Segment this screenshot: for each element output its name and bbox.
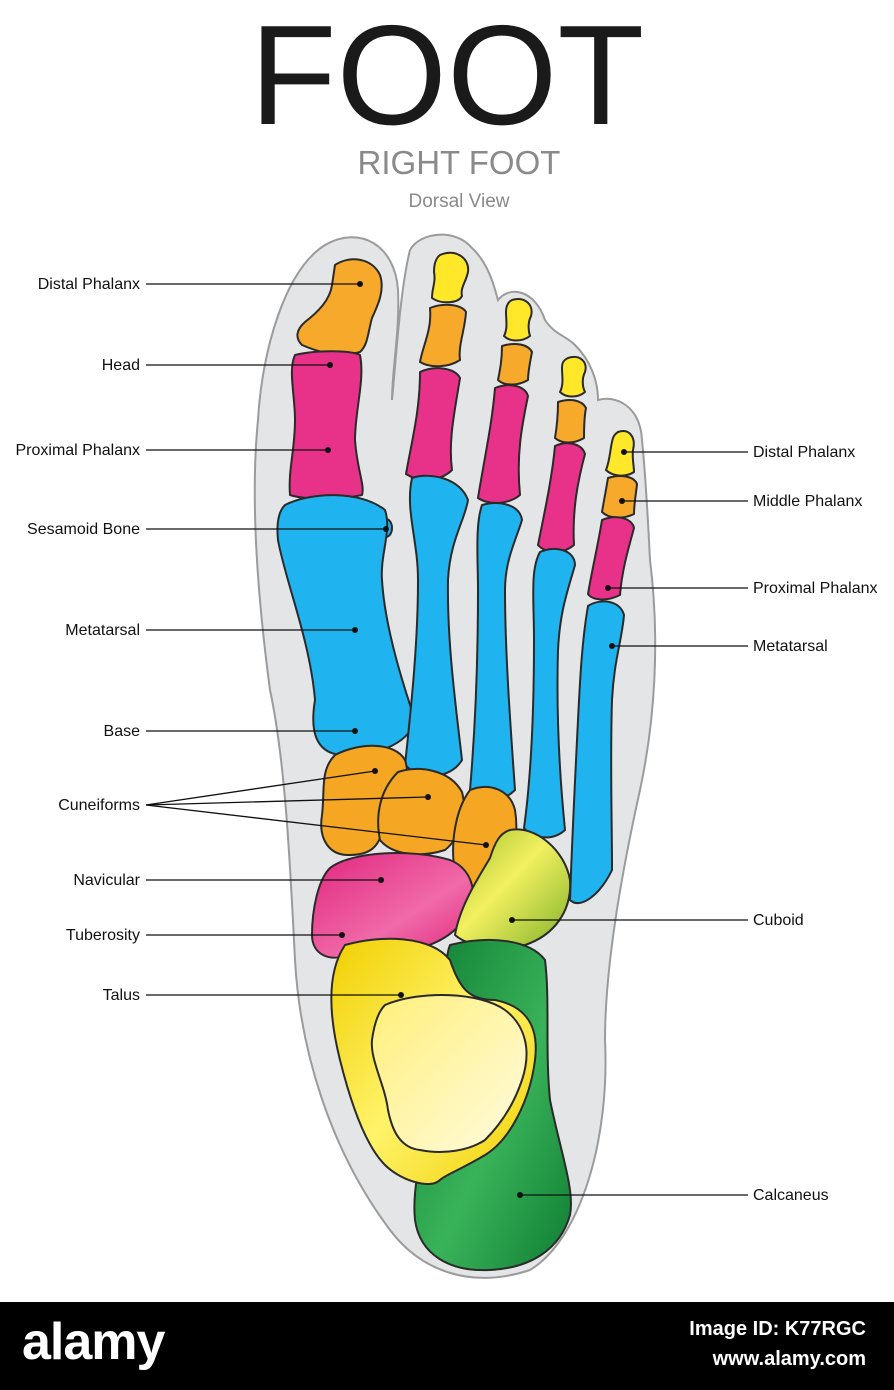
label-left-distal-phalanx: Distal Phalanx <box>38 276 363 293</box>
label-left-proximal-phalanx: Proximal Phalanx <box>16 442 331 459</box>
toe5-middle-phalanx <box>601 475 638 519</box>
svg-text:Talus: Talus <box>103 987 140 1004</box>
svg-text:Base: Base <box>104 723 141 740</box>
label-left-sesamoid-bone: Sesamoid Bone <box>27 521 389 538</box>
toe5-metatarsal <box>569 600 625 905</box>
svg-text:Sesamoid Bone: Sesamoid Bone <box>27 521 140 538</box>
label-left-base: Base <box>104 723 358 740</box>
toe4-middle-phalanx <box>554 399 587 444</box>
toe3-middle-phalanx <box>497 343 533 386</box>
toe2-middle-phalanx <box>419 303 467 368</box>
label-left-cuneiforms: Cuneiforms <box>58 768 489 848</box>
toe4-distal-phalanx <box>559 356 587 398</box>
toe2-distal-phalanx <box>431 251 470 304</box>
subtitle: RIGHT FOOT <box>358 144 561 181</box>
svg-text:Metatarsal: Metatarsal <box>65 622 140 639</box>
svg-text:Calcaneus: Calcaneus <box>753 1187 829 1204</box>
label-right-proximal-phalanx: Proximal Phalanx <box>605 580 878 597</box>
big-toe-proximal-phalanx <box>288 350 364 500</box>
svg-text:Proximal Phalanx: Proximal Phalanx <box>16 442 141 459</box>
svg-text:Distal Phalanx: Distal Phalanx <box>753 444 855 461</box>
image-id: Image ID: K77RGC <box>689 1318 866 1340</box>
svg-text:Navicular: Navicular <box>73 872 140 889</box>
label-right-middle-phalanx: Middle Phalanx <box>619 493 862 510</box>
first-metatarsal <box>276 494 416 757</box>
label-right-metatarsal: Metatarsal <box>609 638 828 655</box>
svg-text:Tuberosity: Tuberosity <box>66 927 140 944</box>
label-right-cuboid: Cuboid <box>509 912 804 929</box>
label-right-calcaneus: Calcaneus <box>517 1187 829 1204</box>
toe3-metatarsal <box>469 502 523 801</box>
label-left-tuberosity: Tuberosity <box>66 927 345 944</box>
toe5-proximal-phalanx <box>587 516 635 601</box>
label-left-head: Head <box>102 357 333 374</box>
intermediate-cuneiform <box>377 768 465 856</box>
talus-trochlea <box>370 994 528 1153</box>
label-left-talus: Talus <box>103 987 404 1004</box>
svg-text:Head: Head <box>102 357 140 374</box>
svg-text:Middle Phalanx: Middle Phalanx <box>753 493 862 510</box>
toe4-metatarsal <box>523 547 576 839</box>
svg-text:Metatarsal: Metatarsal <box>753 638 828 655</box>
toe2-proximal-phalanx <box>405 367 461 481</box>
site-url: www.alamy.com <box>712 1348 866 1370</box>
page-title: FOOT <box>250 0 644 155</box>
label-left-metatarsal: Metatarsal <box>65 622 358 639</box>
svg-text:Distal Phalanx: Distal Phalanx <box>38 276 140 293</box>
toe4-proximal-phalanx <box>537 442 586 553</box>
svg-text:Proximal Phalanx: Proximal Phalanx <box>753 580 878 597</box>
view-caption: Dorsal View <box>408 191 509 212</box>
svg-text:Cuneiforms: Cuneiforms <box>58 797 140 814</box>
watermark-footer <box>0 1302 894 1390</box>
label-left-navicular: Navicular <box>73 872 384 889</box>
svg-text:Cuboid: Cuboid <box>753 912 804 929</box>
toe3-proximal-phalanx <box>477 384 529 504</box>
toe2-metatarsal <box>404 474 469 777</box>
toe3-distal-phalanx <box>503 298 533 342</box>
alamy-logo: alamy <box>22 1313 165 1371</box>
label-right-distal-phalanx: Distal Phalanx <box>621 444 855 461</box>
